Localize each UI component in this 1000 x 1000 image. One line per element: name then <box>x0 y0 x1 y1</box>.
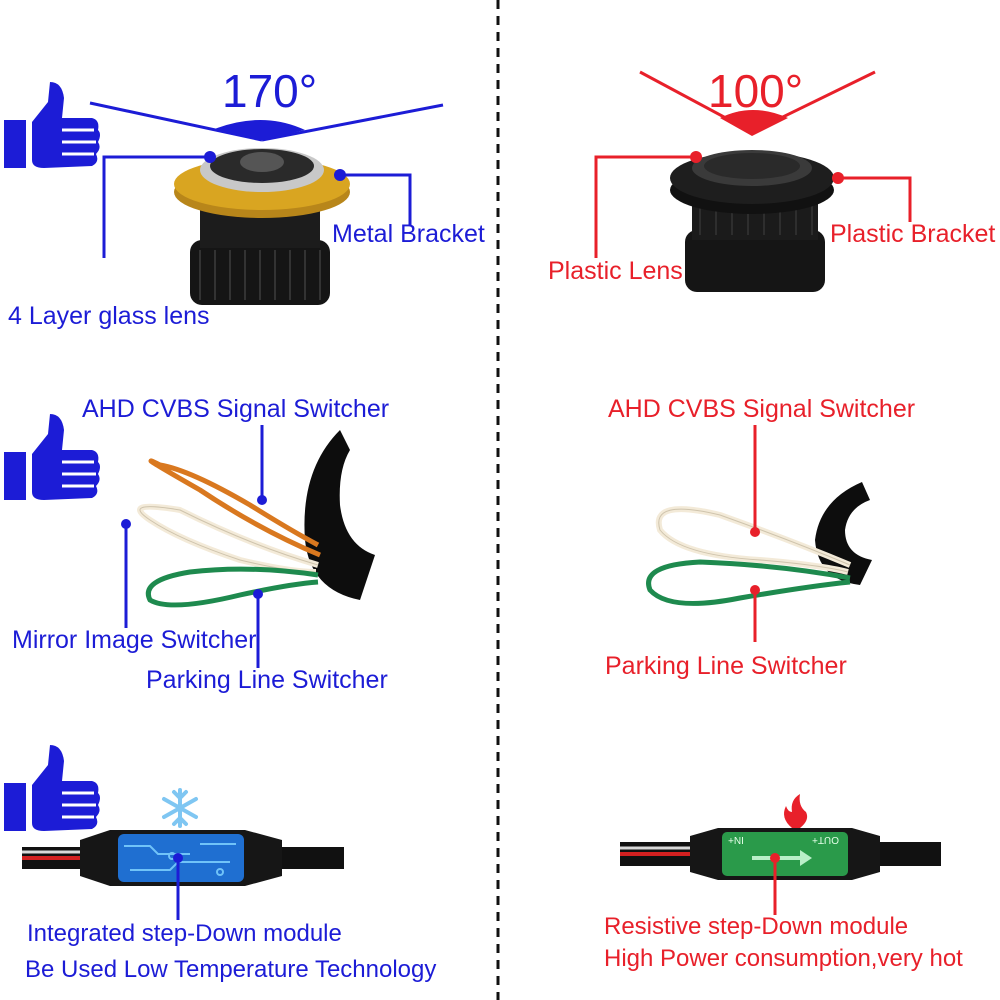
plastic-lens-label: Plastic Lens <box>548 257 683 285</box>
module-in-print: IN+ <box>728 834 744 845</box>
right-angle-label: 100° <box>708 65 804 117</box>
metal-bracket-label: Metal Bracket <box>332 220 485 248</box>
integrated-module-line2: Be Used Low Temperature Technology <box>25 956 437 983</box>
module-out-print: OUT+ <box>812 834 839 845</box>
right-signal-switcher-label: AHD CVBS Signal Switcher <box>608 395 916 423</box>
mirror-image-switcher-label: Mirror Image Switcher <box>12 626 257 654</box>
integrated-module-line1: Integrated step-Down module <box>27 920 342 947</box>
left-signal-switcher-label: AHD CVBS Signal Switcher <box>82 395 390 423</box>
plastic-bracket-label: Plastic Bracket <box>830 220 996 248</box>
right-parking-switcher-label: Parking Line Switcher <box>605 652 847 680</box>
left-parking-switcher-label: Parking Line Switcher <box>146 666 388 694</box>
glass-lens-label: 4 Layer glass lens <box>8 302 210 330</box>
resistive-module-line1: Resistive step-Down module <box>604 913 909 940</box>
snowflake-icon <box>162 788 198 828</box>
left-angle-label: 170° <box>222 65 318 117</box>
resistive-module-line2: High Power consumption,very hot <box>604 945 963 972</box>
flame-icon <box>784 794 808 828</box>
